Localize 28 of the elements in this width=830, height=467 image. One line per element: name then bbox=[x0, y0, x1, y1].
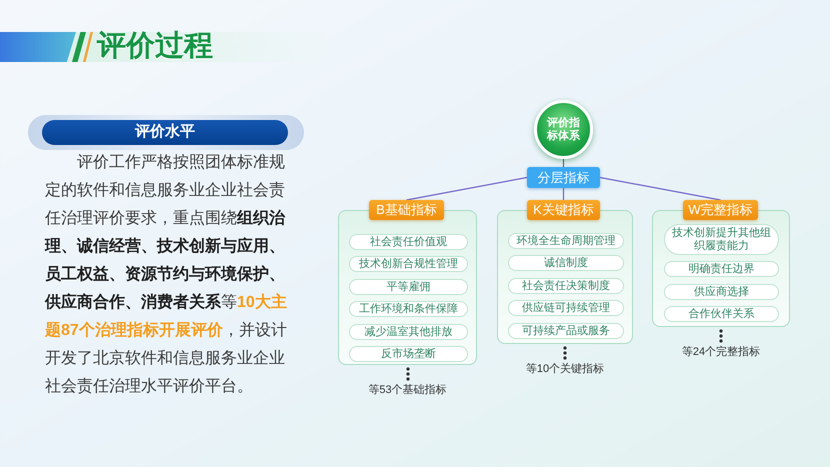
indicator-pill: 明确责任边界 bbox=[664, 261, 779, 277]
indicator-pill: 平等雇佣 bbox=[349, 279, 468, 295]
indicator-pill: 社会责任价值观 bbox=[349, 234, 468, 250]
indicator-pill: 减少温室其他排放 bbox=[349, 324, 468, 340]
category-tab: K关键指标 bbox=[527, 200, 600, 220]
description-paragraph: 评价工作严格按照团体标准规定的软件和信息服务业企业社会责任治理评价要求，重点围绕组织治理、诚信经营、技术创新与应用、员工权益、资源节约与环境保护、供应商合作、消费者关系等10大主题87个治理指标开展评价，并设计开发了北京软件和信息服务业企业社会责任治理水平评价平台。 bbox=[45, 153, 288, 397]
indicator-pill: 诚信制度 bbox=[508, 255, 624, 271]
connector-line bbox=[600, 176, 721, 201]
indicator-pill: 工作环境和条件保障 bbox=[349, 301, 468, 317]
category-tab: B基础指标 bbox=[369, 200, 444, 220]
indicator-pill: 环境全生命周期管理 bbox=[508, 233, 624, 249]
indicator-pill: 合作伙伴关系 bbox=[664, 306, 779, 322]
indicator-pill: 可持续产品或服务 bbox=[508, 323, 624, 339]
count-note: 等24个完整指标 bbox=[682, 345, 760, 359]
section-heading-pill: 评价水平 bbox=[42, 120, 288, 145]
indicator-pill: 社会责任决策制度 bbox=[508, 278, 624, 294]
count-note: 等53个基础指标 bbox=[368, 383, 447, 397]
count-note: 等10个关键指标 bbox=[526, 362, 604, 376]
indicator-pill: 供应商选择 bbox=[664, 284, 779, 300]
category-tab: W完整指标 bbox=[683, 200, 758, 220]
indicator-pill: 供应链可持续管理 bbox=[508, 300, 624, 316]
connector-line bbox=[406, 176, 528, 201]
page-title: 评价过程 bbox=[97, 29, 213, 63]
indicator-pill: 反市场垄断 bbox=[349, 346, 468, 362]
indicator-pill: 技术创新合规性管理 bbox=[349, 256, 468, 272]
indicator-pill: 技术创新提升其他组织履责能力 bbox=[664, 224, 779, 255]
connector-line bbox=[562, 188, 564, 200]
layer-box: 分层指标 bbox=[527, 167, 600, 188]
